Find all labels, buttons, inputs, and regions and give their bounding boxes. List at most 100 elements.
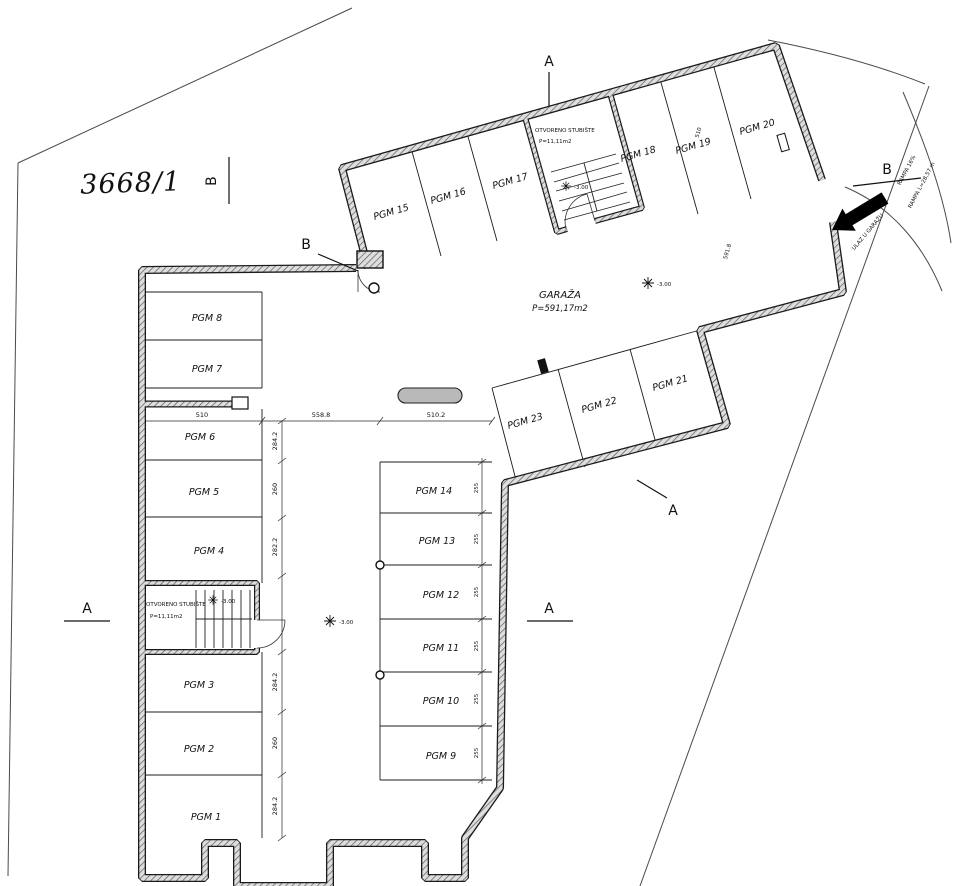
parking-label-pgm-17: PGM 17	[491, 171, 529, 192]
upper-stairwell-elevation: -3.00	[574, 185, 589, 191]
lower-stairwell-title: OTVORENO STUBIŠTE	[146, 601, 206, 608]
upper-stall-dividers	[410, 63, 752, 257]
parking-label-pgm-2: PGM 2	[184, 744, 214, 755]
garage-area: P=591,17m2	[532, 304, 588, 314]
parking-label-pgm-15: PGM 15	[372, 202, 410, 223]
parking-label-pgm-1: PGM 1	[191, 812, 221, 823]
middle-stall-lines	[379, 461, 492, 781]
parking-label-pgm-3: PGM 3	[184, 680, 214, 691]
section-letter-a-left: A	[82, 601, 92, 617]
parking-label-pgm-20: PGM 20	[738, 117, 776, 138]
dim-h-2: 558.8	[312, 411, 331, 419]
plan-texts: 3668/1 GARAŽA P=591,17m2 PGM 8 PGM 7 PGM…	[80, 54, 937, 823]
parcel-number: 3668/1	[80, 166, 182, 201]
dim-ticks-vertical-right	[477, 458, 487, 784]
lower-stairwell-wall-hatch	[142, 581, 259, 654]
parking-label-pgm-9: PGM 9	[426, 751, 456, 762]
dim-h-1: 510	[196, 411, 208, 419]
parking-label-pgm-4: PGM 4	[194, 546, 224, 557]
parking-stall-lines	[142, 63, 752, 838]
parking-label-pgm-5: PGM 5	[189, 487, 219, 498]
section-line-a-rightmid	[636, 479, 668, 499]
dim-upper-length: 591.8	[723, 243, 733, 260]
parking-label-pgm-11: PGM 11	[423, 643, 459, 654]
site-boundary-lines	[7, 7, 952, 886]
upper-stairwell-door-arc	[564, 193, 596, 230]
boundary-right-diagonal	[639, 85, 930, 886]
parking-label-pgm-10: PGM 10	[423, 696, 459, 707]
outer-wall-dark	[138, 42, 847, 886]
benchmark-icon-lower-stair	[207, 594, 219, 606]
parking-label-pgm-14: PGM 14	[416, 486, 452, 497]
dim-stall-width-3: 255	[474, 586, 480, 597]
parking-label-pgm-12: PGM 12	[423, 590, 459, 601]
dim-v-left-6: 284.2	[271, 797, 279, 816]
column-box-left	[231, 396, 249, 410]
dim-v-left-2: 260	[271, 483, 279, 495]
upper-stairwell-area: P=11,11m2	[539, 139, 572, 145]
section-letter-b-lefttop: B	[204, 176, 220, 186]
dim-stall-width-2: 255	[474, 533, 480, 544]
upper-stairwell-wall-hatch	[523, 91, 644, 234]
section-marker-lines	[64, 72, 922, 622]
parking-label-pgm-6: PGM 6	[185, 432, 215, 443]
boundary-topleft-diagonal	[17, 7, 353, 164]
ramp-label-2: RAMPA L=28,57 m	[907, 162, 936, 210]
stair-treads	[195, 153, 631, 648]
dim-v-left-4: 284.2	[271, 673, 279, 692]
dim-v-left-3: 282.2	[271, 538, 279, 557]
parking-label-pgm-16: PGM 16	[429, 186, 467, 207]
dimension-lines	[138, 416, 496, 842]
column-circle-top	[368, 282, 380, 294]
dim-stall-width-6: 255	[474, 747, 480, 758]
section-letter-a-mid: A	[544, 601, 554, 617]
parking-label-pgm-21: PGM 21	[651, 373, 689, 394]
section-letter-b-mid: B	[301, 237, 311, 253]
parking-label-pgm-19: PGM 19	[674, 136, 712, 157]
entrance-arrow-icon	[832, 192, 889, 231]
dim-v-left-5: 260	[271, 737, 279, 749]
column-circle-mid-2	[375, 670, 385, 680]
building-walls-hatch	[139, 43, 846, 886]
left-stall-lines	[142, 291, 263, 838]
road-curve-inner	[844, 186, 943, 292]
garage-title: GARAŽA	[539, 288, 581, 301]
building-walls-outline	[138, 42, 847, 886]
dim-stall-width-4: 255	[474, 640, 480, 651]
traffic-island	[397, 387, 463, 404]
benchmark-icon-garage	[641, 276, 655, 290]
section-line-b-right	[852, 177, 922, 187]
dim-upper-stall: 510	[695, 126, 704, 138]
parking-label-pgm-7: PGM 7	[192, 364, 222, 375]
parking-label-pgm-23: PGM 23	[506, 411, 544, 432]
ramp-label-1: RAMPA 16%	[897, 155, 918, 187]
lower-stairwell-elevation: -3.00	[221, 599, 236, 605]
boundary-top-right	[767, 39, 926, 85]
lower-stairwell-door-arc	[256, 619, 286, 649]
road-curve-outer	[902, 91, 952, 244]
dim-v-left-1: 284.2	[271, 432, 279, 451]
dim-stall-width-1: 255	[474, 482, 480, 493]
dim-stall-width-5: 255	[474, 693, 480, 704]
section-letter-a-top: A	[544, 54, 554, 70]
garage-elevation-mark: -3.00	[657, 282, 672, 288]
upper-stair-treads	[550, 153, 631, 221]
wall-pier	[356, 250, 384, 269]
dim-h-3: 510.2	[427, 411, 446, 419]
outer-wall-hatch	[139, 43, 846, 886]
parking-label-pgm-13: PGM 13	[419, 536, 455, 547]
parking-label-pgm-22: PGM 22	[580, 395, 618, 416]
column-small-mid	[537, 358, 549, 374]
plan-symbols	[207, 132, 889, 680]
lower-stairwell-area: P=11,11m2	[150, 614, 183, 620]
upper-stairwell-title: OTVORENO STUBIŠTE	[535, 127, 595, 134]
parking-label-pgm-8: PGM 8	[192, 313, 222, 324]
wall-opening-right	[776, 132, 790, 153]
section-letter-b-right: B	[882, 162, 892, 178]
dim-ticks-vertical-left	[277, 417, 287, 842]
boundary-left-line	[7, 162, 19, 877]
column-circle-mid-1	[375, 560, 385, 570]
section-line-b-mid	[317, 253, 359, 272]
